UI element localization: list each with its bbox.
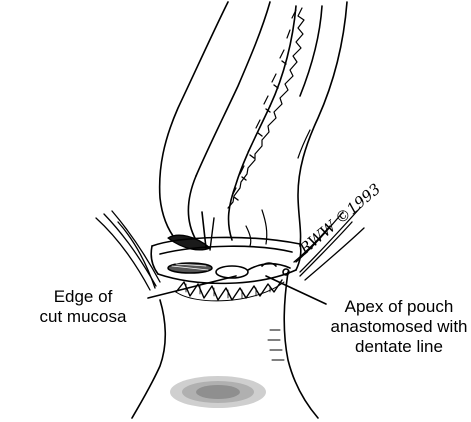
anal-cuff	[151, 237, 301, 283]
pelvic-wall-left	[96, 211, 160, 290]
label-right-line-3: dentate line	[328, 337, 470, 357]
staple-line	[228, 8, 304, 208]
label-left-line-1: Edge of	[3, 287, 163, 307]
ileal-pouch	[160, 2, 347, 246]
label-edge-of-cut-mucosa: Edge of cut mucosa	[3, 287, 163, 327]
anal-verge-stipple	[170, 376, 266, 408]
label-right-line-2: anastomosed with	[328, 317, 470, 337]
label-apex-of-pouch: Apex of pouch anastomosed with dentate l…	[328, 297, 470, 357]
pouch-apex	[168, 212, 214, 250]
label-left-line-2: cut mucosa	[3, 307, 163, 327]
label-right-line-1: Apex of pouch	[328, 297, 470, 317]
